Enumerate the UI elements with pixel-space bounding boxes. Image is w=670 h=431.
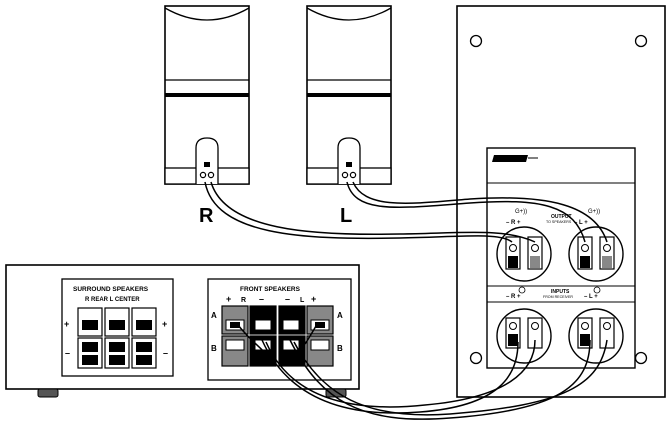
receiver: SURROUND SPEAKERS R REAR L CENTER + + – …: [5, 264, 360, 398]
front-row-a-left: A: [211, 311, 217, 320]
svg-text:L: L: [300, 297, 305, 304]
wire-input-right-2: [265, 339, 536, 408]
svg-text:–: –: [285, 294, 290, 304]
svg-text:R: R: [241, 297, 246, 304]
svg-text:G+)): G+)): [588, 209, 600, 215]
wire-input-right: [261, 339, 519, 414]
brand-logo: [492, 155, 538, 162]
input-jack-left: [568, 308, 624, 364]
surround-minus-left: –: [65, 348, 70, 358]
receiver-foot: [37, 388, 59, 398]
front-terminals: [221, 305, 334, 367]
input-polarity-r: – R +: [506, 294, 521, 300]
surround-plus-left: +: [64, 319, 69, 329]
svg-text:G+)): G+)): [515, 209, 527, 215]
output-sublabel: TO SPEAKERS: [546, 220, 572, 224]
svg-text:+: +: [226, 294, 231, 304]
input-sublabel: FROM RECEIVER: [543, 295, 573, 299]
surround-plus-right: +: [162, 319, 167, 329]
front-row-a-right: A: [337, 311, 343, 320]
screw-icon: [634, 34, 648, 48]
screw-icon: [634, 351, 648, 365]
output-polarity-r: – R +: [506, 220, 521, 226]
input-polarity-l: – L +: [584, 294, 598, 300]
wire-right-speaker-2: [210, 181, 536, 243]
bass-module: OUTPUT TO SPEAKERS – R + – L + G+)) G+)): [456, 5, 666, 398]
surround-subtitle: R REAR L CENTER: [85, 297, 140, 303]
svg-text:+: +: [311, 294, 316, 304]
speaker-wires: [204, 181, 608, 420]
wire-left-speaker: [346, 181, 586, 243]
svg-text:–: –: [259, 294, 264, 304]
left-speaker-label: L: [340, 205, 352, 227]
output-symbol-icon: G+)) G+)): [515, 209, 600, 215]
wire-left-speaker-2: [352, 181, 608, 243]
left-speaker: [306, 5, 392, 185]
input-label: INPUTS: [551, 289, 570, 295]
output-jack-right: [496, 226, 552, 282]
right-speaker: [164, 5, 250, 185]
input-jack-right: [496, 308, 552, 364]
wire-right-speaker: [204, 181, 513, 243]
surround-terminals: [77, 307, 157, 369]
screw-icon: [469, 351, 483, 365]
wire-input-left: [289, 339, 591, 420]
screw-icon: [469, 34, 483, 48]
front-title: FRONT SPEAKERS: [240, 286, 301, 293]
front-polarity-labels: + R – – L +: [226, 294, 316, 304]
front-row-b-right: B: [337, 344, 343, 353]
right-speaker-label: R: [199, 205, 214, 227]
output-polarity-l: – L +: [574, 220, 588, 226]
wire-input-left-2: [293, 339, 608, 416]
front-row-b-left: B: [211, 344, 217, 353]
output-jack-left: [568, 226, 624, 282]
ground-symbol-icon: [518, 286, 601, 294]
surround-title: SURROUND SPEAKERS: [73, 286, 149, 293]
output-label: OUTPUT: [551, 214, 572, 220]
surround-minus-right: –: [163, 348, 168, 358]
